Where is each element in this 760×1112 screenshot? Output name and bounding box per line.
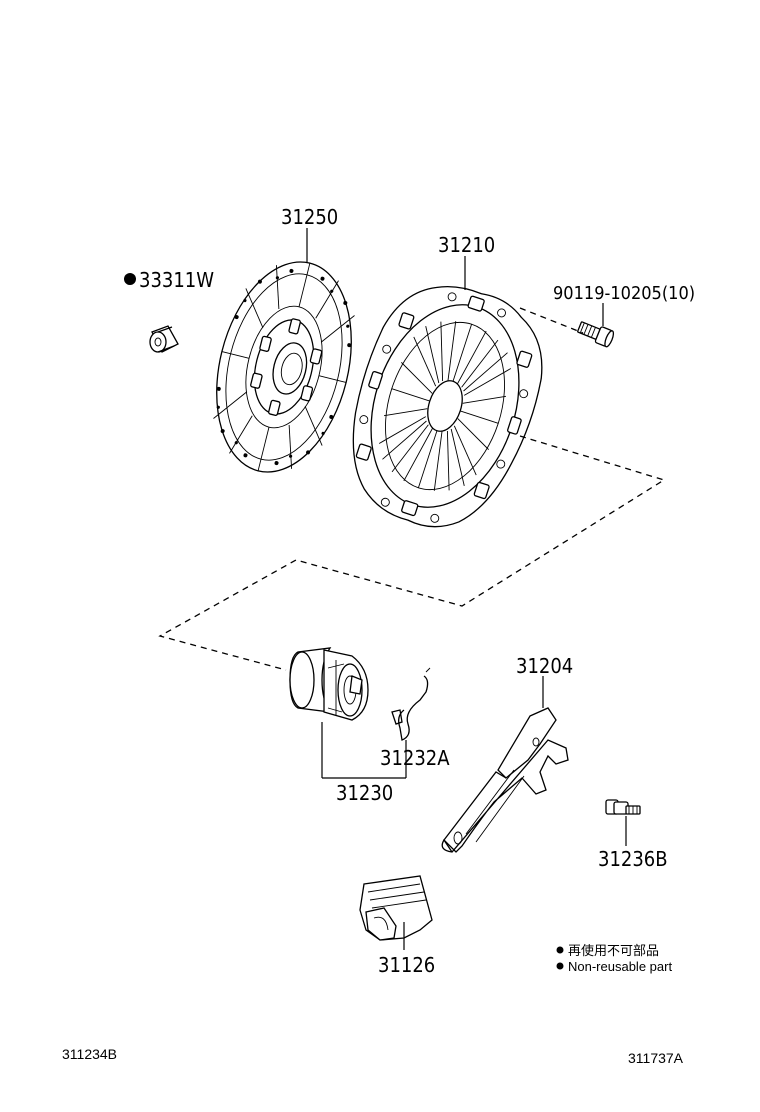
label-clutch-cover: 31210: [438, 233, 495, 257]
clutch-cover: [352, 285, 543, 528]
footer-left-code: 311234B: [62, 1046, 117, 1062]
label-pilot-bearing: 33311W: [139, 268, 214, 292]
release-bearing-hub: [289, 647, 369, 721]
non-reusable-marker: [124, 273, 136, 285]
label-clutch-disc: 31250: [281, 205, 338, 229]
release-fork: [441, 707, 569, 853]
assembly-lines: [158, 307, 666, 671]
cover-bolt: [577, 321, 615, 348]
label-fork-boot: 31126: [378, 953, 435, 977]
hub-clip: [391, 667, 431, 741]
clutch-disc: [213, 261, 355, 473]
fork-support: [605, 799, 641, 815]
pilot-bearing: [149, 325, 179, 353]
fork-boot: [359, 875, 433, 941]
footer-right-code: 311737A: [628, 1050, 684, 1066]
label-fork-support: 31236B: [598, 847, 668, 871]
label-cover-bolt: 90119-10205(10): [553, 283, 695, 304]
label-release-fork: 31204: [516, 654, 573, 678]
legend-japanese: 再使用不可部品: [568, 943, 659, 958]
legend-english: Non-reusable part: [568, 959, 672, 974]
label-release-bearing-hub: 31230: [336, 781, 393, 805]
legend: 再使用不可部品 Non-reusable part: [556, 943, 672, 974]
label-hub-clip: 31232A: [380, 746, 450, 770]
